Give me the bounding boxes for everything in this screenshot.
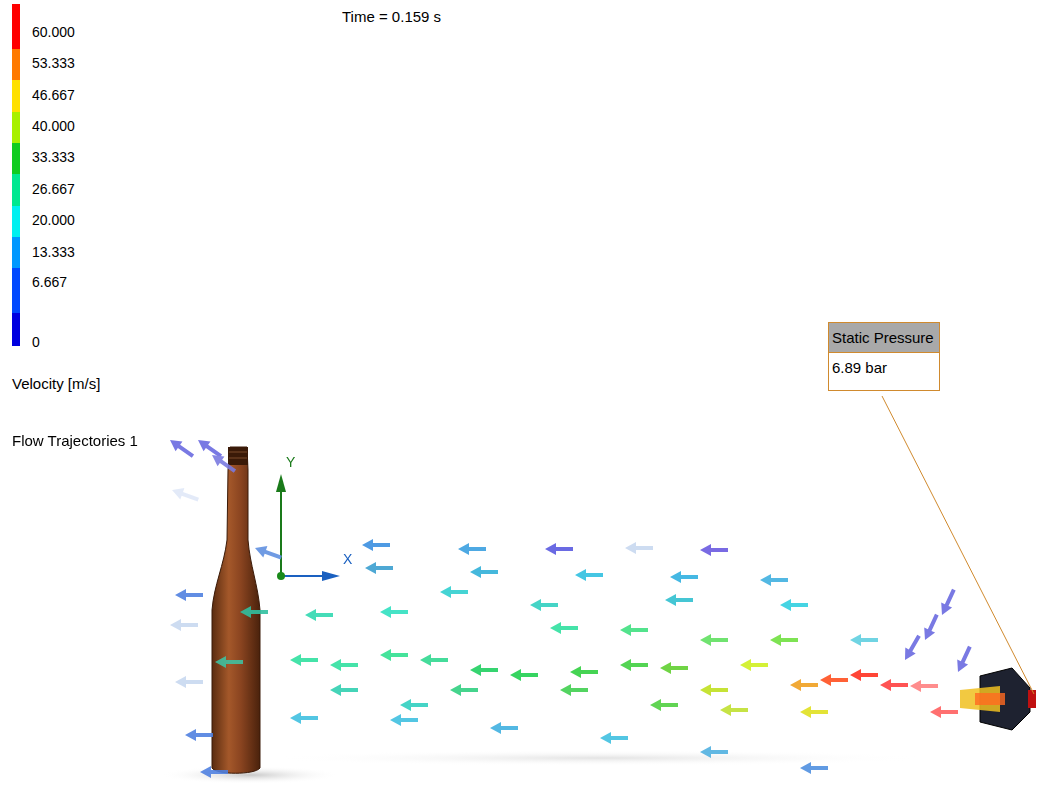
color-bar-segment	[12, 49, 20, 81]
legend-value: 13.333	[32, 245, 75, 260]
color-bar-segment	[12, 268, 20, 314]
legend-value: 26.667	[32, 182, 75, 197]
colorbar-title: Velocity [m/s]	[12, 376, 100, 393]
time-label: Time = 0.159 s	[342, 9, 441, 26]
color-bar-segment	[12, 143, 20, 175]
legend-value: 20.000	[32, 213, 75, 228]
color-bar-segment	[12, 112, 20, 144]
legend-value: 40.000	[32, 119, 75, 134]
legend-value: 53.333	[32, 56, 75, 71]
legend-value: 0	[32, 335, 40, 350]
color-bar-segment	[12, 237, 20, 269]
color-bar-segment	[12, 174, 20, 206]
legend-value: 33.333	[32, 150, 75, 165]
color-bar-segment	[12, 80, 20, 112]
callout-header: Static Pressure	[829, 323, 939, 353]
legend-value: 6.667	[32, 275, 67, 290]
color-bar-segment	[12, 313, 20, 346]
legend-value: 60.000	[32, 25, 75, 40]
color-bar-segment	[12, 4, 20, 49]
color-bar-segment	[12, 206, 20, 238]
value-callout: Static Pressure6.89 bar	[828, 322, 940, 391]
axis-label: Y	[286, 455, 295, 470]
callout-value: 6.89 bar	[829, 353, 939, 390]
legend-value: 46.667	[32, 88, 75, 103]
axis-label: X	[343, 552, 352, 567]
plot-name: Flow Trajectories 1	[12, 433, 138, 450]
